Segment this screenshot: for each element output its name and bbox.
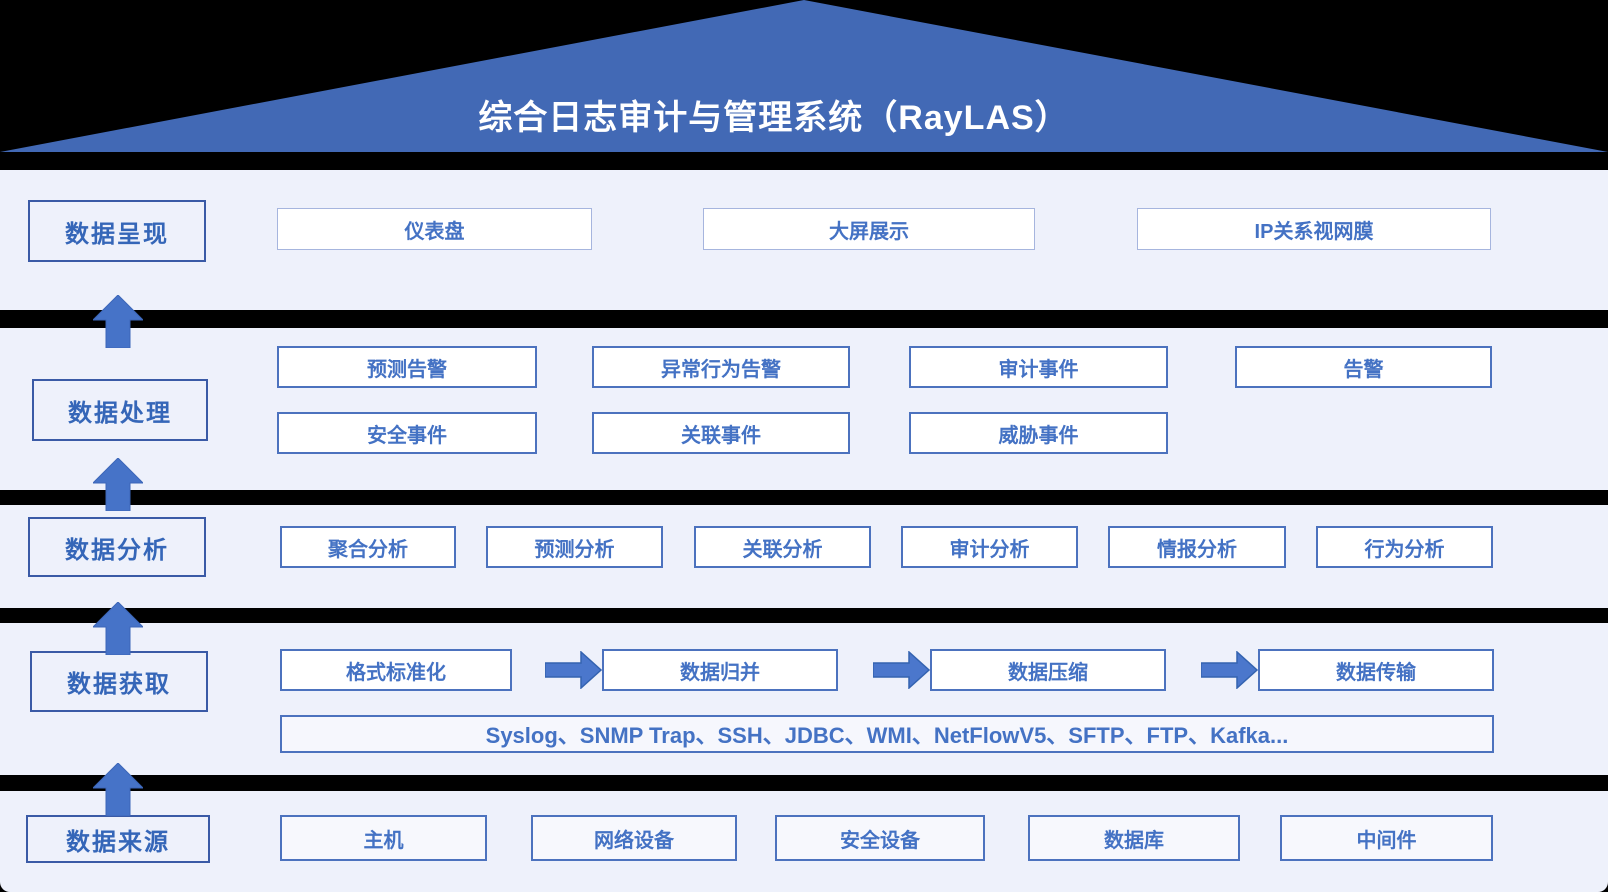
box-format-standardization: 格式标准化	[280, 649, 512, 691]
up-arrow-icon	[93, 763, 143, 816]
box-audit-analysis: 审计分析	[901, 526, 1078, 568]
layer-acquisition	[0, 623, 1608, 775]
box-network-device: 网络设备	[531, 815, 737, 861]
box-data-transmission: 数据传输	[1258, 649, 1494, 691]
box-security-event: 安全事件	[277, 412, 537, 454]
box-audit-event: 审计事件	[909, 346, 1168, 388]
box-dashboard: 仪表盘	[277, 208, 592, 250]
up-arrow-icon	[93, 602, 143, 655]
protocol-list-bar: Syslog、SNMP Trap、SSH、JDBC、WMI、NetFlowV5、…	[280, 715, 1494, 753]
right-arrow-icon	[1201, 651, 1258, 689]
box-threat-event: 威胁事件	[909, 412, 1168, 454]
diagram-title: 综合日志审计与管理系统（RayLAS）	[478, 99, 1070, 137]
box-intelligence-analysis: 情报分析	[1108, 526, 1286, 568]
up-arrow-icon	[93, 458, 143, 511]
box-alert: 告警	[1235, 346, 1492, 388]
label-data-analysis: 数据分析	[28, 517, 206, 577]
label-data-processing: 数据处理	[32, 379, 208, 441]
box-predictive-analysis: 预测分析	[486, 526, 663, 568]
box-aggregation-analysis: 聚合分析	[280, 526, 456, 568]
label-data-sources: 数据来源	[26, 815, 210, 863]
box-ip-relation-retina: IP关系视网膜	[1137, 208, 1491, 250]
box-database: 数据库	[1028, 815, 1240, 861]
box-big-screen-display: 大屏展示	[703, 208, 1035, 250]
box-security-device: 安全设备	[775, 815, 985, 861]
box-correlation-event: 关联事件	[592, 412, 850, 454]
up-arrow-icon	[93, 295, 143, 348]
box-data-merging: 数据归并	[602, 649, 838, 691]
box-predictive-alert: 预测告警	[277, 346, 537, 388]
box-correlation-analysis: 关联分析	[694, 526, 871, 568]
box-data-compression: 数据压缩	[930, 649, 1166, 691]
label-data-presentation: 数据呈现	[28, 200, 206, 262]
box-behavior-analysis: 行为分析	[1316, 526, 1493, 568]
right-arrow-icon	[873, 651, 930, 689]
box-host: 主机	[280, 815, 487, 861]
box-abnormal-behavior-alert: 异常行为告警	[592, 346, 850, 388]
right-arrow-icon	[545, 651, 602, 689]
label-data-acquisition: 数据获取	[30, 651, 208, 712]
box-middleware: 中间件	[1280, 815, 1493, 861]
